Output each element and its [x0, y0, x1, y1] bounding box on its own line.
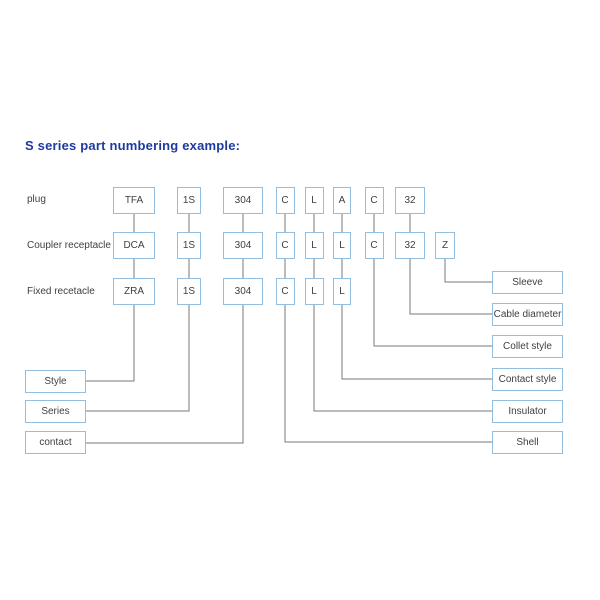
row-label-plug: plug — [27, 194, 46, 205]
part-box-row1-col6: A — [333, 187, 351, 214]
part-box-row2-col7: C — [364, 232, 384, 259]
part-box-row1-col1: TFA — [113, 187, 155, 214]
part-box-row1-col5: L — [304, 187, 324, 214]
part-box-row1-col4: C — [275, 187, 295, 214]
part-box-row3-col3: 304 — [223, 278, 263, 305]
legend-box-cable-diameter: Cable diameter — [492, 303, 563, 326]
part-box-row1-col3: 304 — [223, 187, 263, 214]
part-box-row3-col2: 1S — [177, 278, 201, 305]
part-box-row2-col8: 32 — [395, 232, 425, 259]
part-box-row3-col4: C — [275, 278, 295, 305]
part-box-row2-col5: L — [304, 232, 324, 259]
legend-box-style: Style — [25, 370, 86, 393]
legend-box-sleeve: Sleeve — [492, 271, 563, 294]
part-box-row1-col7: C — [364, 187, 384, 214]
diagram-title: S series part numbering example: — [25, 138, 241, 153]
part-box-row2-col6: L — [333, 232, 351, 259]
legend-box-series: Series — [25, 400, 86, 423]
legend-box-collet-style: Collet style — [492, 335, 563, 358]
legend-box-shell: Shell — [492, 431, 563, 454]
part-box-row1-col8: 32 — [395, 187, 425, 214]
legend-box-insulator: Insulator — [492, 400, 563, 423]
part-box-row2-col3: 304 — [223, 232, 263, 259]
legend-box-contact: contact — [25, 431, 86, 454]
part-box-row2-col4: C — [275, 232, 295, 259]
row-label-fixed-receptacle: Fixed recetacle — [27, 286, 95, 297]
part-box-row1-col2: 1S — [177, 187, 201, 214]
part-box-row2-col9: Z — [435, 232, 455, 259]
part-box-row2-col1: DCA — [113, 232, 155, 259]
part-box-row2-col2: 1S — [177, 232, 201, 259]
row-label-coupler-receptacle: Coupler receptacle — [27, 240, 111, 251]
part-box-row3-col1: ZRA — [113, 278, 155, 305]
part-box-row3-col5: L — [304, 278, 324, 305]
part-box-row3-col6: L — [333, 278, 351, 305]
legend-box-contact-style: Contact style — [492, 368, 563, 391]
